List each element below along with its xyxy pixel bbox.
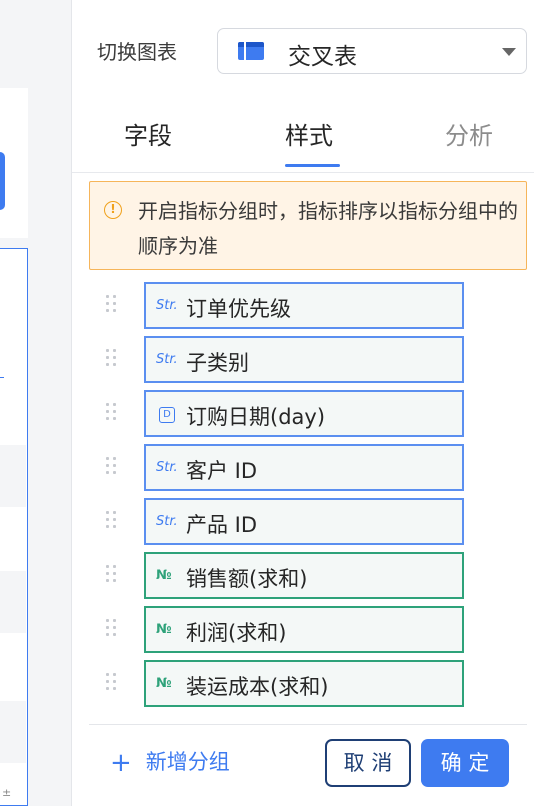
switch-chart-label: 切换图表 — [97, 40, 177, 64]
caret-down-icon — [502, 48, 516, 56]
string-type-icon: Str. — [156, 460, 178, 475]
drag-handle-icon[interactable] — [106, 403, 118, 423]
string-type-icon: Str. — [156, 352, 178, 367]
field-pill[interactable]: D 订购日期(day) — [144, 390, 464, 437]
background-page: ± — [0, 0, 72, 806]
field-name: 子类别 — [186, 351, 249, 375]
frame-shade — [0, 445, 26, 507]
drag-handle-icon[interactable] — [106, 295, 118, 315]
field-pill[interactable]: № 利润(求和) — [144, 606, 464, 653]
string-type-icon: Str. — [156, 298, 178, 313]
field-pill[interactable]: № 装运成本(求和) — [144, 660, 464, 707]
field-pill[interactable]: № 销售额(求和) — [144, 552, 464, 599]
field-pill[interactable]: Str. 子类别 — [144, 336, 464, 383]
table-icon — [238, 42, 264, 60]
frame-shade — [0, 701, 26, 763]
field-name: 产品 ID — [186, 513, 258, 537]
drag-handle-icon[interactable] — [106, 511, 118, 531]
drag-handle-icon[interactable] — [106, 565, 118, 585]
chart-type-value: 交叉表 — [288, 44, 357, 70]
notice-text: 开启指标分组时，指标排序以指标分组中的顺序为准 — [138, 199, 518, 258]
info-notice: ! 开启指标分组时，指标排序以指标分组中的顺序为准 — [89, 181, 527, 270]
field-row: № 销售额(求和) — [72, 552, 534, 600]
drag-handle-icon[interactable] — [106, 673, 118, 693]
field-pill[interactable]: Str. 产品 ID — [144, 498, 464, 545]
field-row: Str. 产品 ID — [72, 498, 534, 546]
add-group-button[interactable]: + 新增分组 — [110, 746, 230, 778]
field-row: Str. 订单优先级 — [72, 282, 534, 330]
frame-shade — [0, 571, 26, 633]
add-group-label: 新增分组 — [145, 750, 230, 774]
background-button[interactable] — [0, 152, 5, 210]
drag-handle-icon[interactable] — [106, 349, 118, 369]
field-name: 装运成本(求和) — [186, 675, 329, 699]
active-tab-indicator — [285, 164, 340, 167]
warning-icon: ! — [104, 201, 122, 219]
number-type-icon: № — [156, 676, 172, 691]
background-frame: ± — [0, 248, 28, 806]
string-type-icon: Str. — [156, 514, 178, 529]
number-type-icon: № — [156, 622, 172, 637]
frame-tick — [0, 377, 4, 378]
frame-glyph: ± — [2, 786, 12, 799]
confirm-button[interactable]: 确 定 — [421, 739, 509, 787]
drag-handle-icon[interactable] — [106, 619, 118, 639]
date-type-icon: D — [159, 407, 175, 423]
field-name: 销售额(求和) — [186, 567, 308, 591]
footer-divider — [89, 724, 527, 725]
field-row: № 利润(求和) — [72, 606, 534, 654]
tab-style[interactable]: 样式 — [285, 122, 333, 150]
tab-bar: 字段 样式 分析 — [72, 96, 534, 173]
field-name: 订单优先级 — [186, 297, 291, 321]
field-name: 订购日期(day) — [186, 405, 326, 429]
panel-divider — [71, 0, 72, 806]
drag-handle-icon[interactable] — [106, 457, 118, 477]
tab-fields[interactable]: 字段 — [124, 122, 172, 150]
cancel-button[interactable]: 取 消 — [325, 739, 411, 787]
field-pill[interactable]: Str. 订单优先级 — [144, 282, 464, 329]
field-name: 客户 ID — [186, 459, 258, 483]
field-pill[interactable]: Str. 客户 ID — [144, 444, 464, 491]
field-name: 利润(求和) — [186, 621, 287, 645]
chart-config-panel: 切换图表 交叉表 字段 样式 分析 ! 开启指标分组时，指标排序以指标分组中的顺… — [72, 0, 534, 806]
field-row: D 订购日期(day) — [72, 390, 534, 438]
plus-icon: + — [110, 748, 132, 778]
chart-type-select[interactable]: 交叉表 — [217, 28, 527, 74]
field-row: Str. 客户 ID — [72, 444, 534, 492]
field-row: Str. 子类别 — [72, 336, 534, 384]
field-row: № 装运成本(求和) — [72, 660, 534, 708]
tab-analysis[interactable]: 分析 — [445, 122, 493, 150]
number-type-icon: № — [156, 568, 172, 583]
